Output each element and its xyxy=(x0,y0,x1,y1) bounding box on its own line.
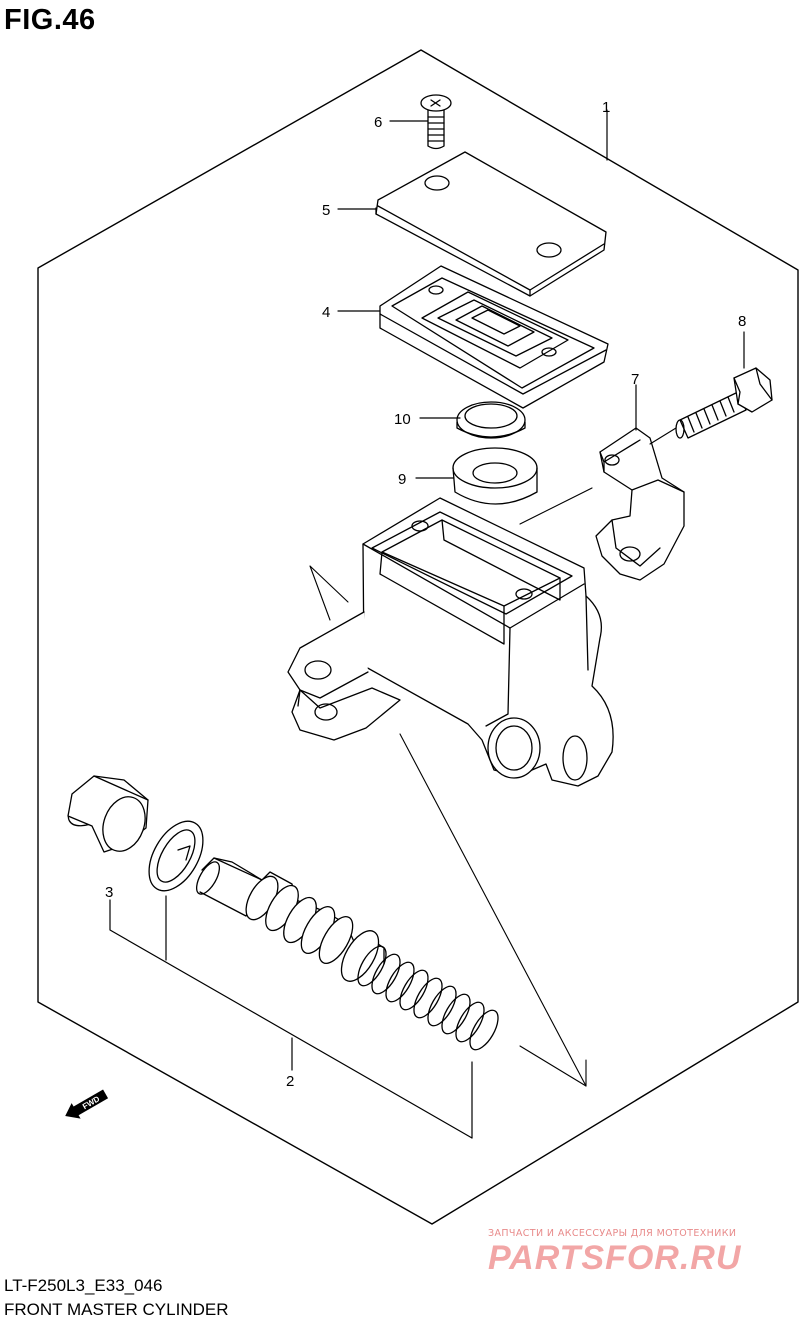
watermark: ЗАПЧАСТИ И АКСЕССУАРЫ ДЛЯ МОТОТЕХНИКИ PA… xyxy=(488,1228,788,1277)
callout-5: 5 xyxy=(322,202,330,219)
callout-8: 8 xyxy=(738,313,746,330)
part-spring xyxy=(357,945,499,1051)
part-5-cap xyxy=(375,151,607,297)
part-3-cup xyxy=(67,775,149,853)
callout-1: 1 xyxy=(602,99,610,116)
projection-lines xyxy=(309,427,677,1087)
part-6-screw xyxy=(420,94,452,150)
callout-6: 6 xyxy=(374,114,382,131)
part-circlip xyxy=(148,820,204,892)
part-8-bolt xyxy=(675,367,773,439)
callout-9: 9 xyxy=(398,471,406,488)
diagram-caption: FRONT MASTER CYLINDER xyxy=(4,1300,229,1319)
callout-10: 10 xyxy=(394,411,411,428)
part-9-boot xyxy=(452,447,538,505)
callout-4: 4 xyxy=(322,304,330,321)
callout-leaders xyxy=(109,109,745,1139)
fwd-arrow: FWD xyxy=(65,1089,109,1119)
callout-7: 7 xyxy=(631,371,639,388)
part-10-plate xyxy=(456,401,526,439)
callout-2: 2 xyxy=(286,1073,294,1090)
watermark-logo: PARTSFOR.RU xyxy=(488,1239,742,1277)
part-4-diaphragm xyxy=(379,265,609,409)
watermark-tagline: ЗАПЧАСТИ И АКСЕССУАРЫ ДЛЯ МОТОТЕХНИКИ xyxy=(488,1228,737,1239)
part-7-holder xyxy=(595,427,685,581)
assembly-outline xyxy=(37,49,799,1225)
master-cylinder-body xyxy=(287,497,614,787)
diagram-code: LT-F250L3_E33_046 xyxy=(4,1276,163,1295)
figure-title: FIG.46 xyxy=(4,4,96,36)
part-piston xyxy=(195,857,385,982)
callout-3: 3 xyxy=(105,884,113,901)
